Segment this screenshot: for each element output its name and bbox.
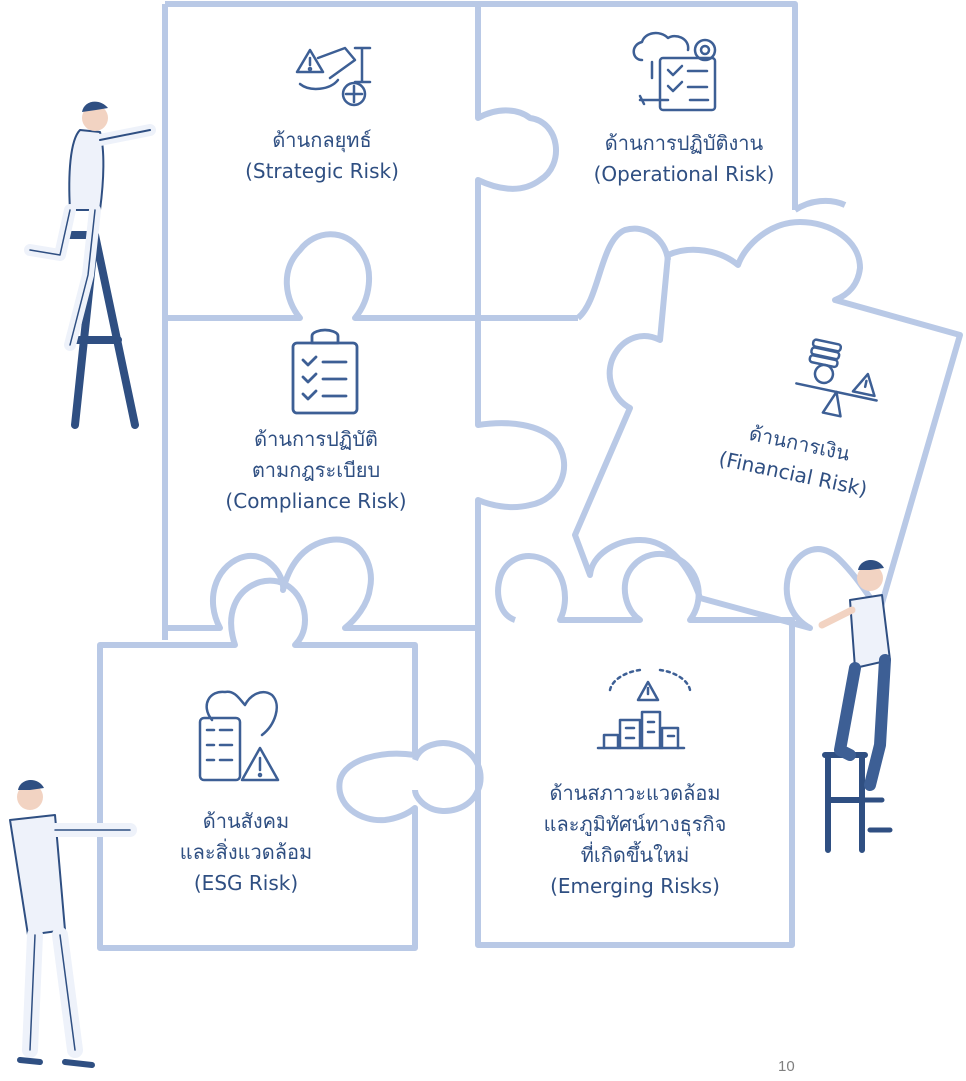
puzzle-piece-financial — [572, 219, 963, 631]
emerging-title-2: และภูมิทัศน์ทางธุรกิจ — [543, 812, 727, 836]
esg-subtitle: (ESG Risk) — [193, 871, 299, 895]
puzzle-frame-top — [165, 1, 798, 210]
esg-title: ด้านสังคม — [202, 809, 290, 833]
strategic-subtitle: (Strategic Risk) — [245, 159, 399, 183]
puzzle-knob-compliance-bottom — [165, 536, 478, 631]
emerging-title: ด้านสภาวะแวดล้อม — [549, 781, 721, 805]
heart-phone-warning-icon — [198, 690, 280, 782]
person-left-bottom — [9, 779, 137, 1068]
strategic-title: ด้านกลยุทธ์ — [272, 128, 372, 152]
clipboard-checklist-icon — [291, 328, 359, 415]
operational-title: ด้านการปฏิบัติงาน — [604, 131, 764, 155]
person-right-on-stool — [818, 559, 893, 853]
emerging-title-3: ที่เกิดขึ้นใหม่ — [580, 843, 690, 867]
page-number: 10 — [778, 1058, 795, 1075]
piece-label-strategic: ด้านกลยุทธ์ (Strategic Risk) — [222, 125, 422, 187]
compliance-subtitle: (Compliance Risk) — [225, 489, 407, 513]
piece-label-emerging: ด้านสภาวะแวดล้อม และภูมิทัศน์ทางธุรกิจ ท… — [520, 778, 750, 902]
piece-label-operational: ด้านการปฏิบัติงาน (Operational Risk) — [574, 128, 794, 190]
city-warning-icon — [596, 668, 692, 750]
piece-label-compliance: ด้านการปฏิบัติ ตามกฎระเบียบ (Compliance … — [206, 424, 426, 517]
puzzle-divider-horizontal-middle — [165, 231, 578, 321]
puzzle-arc-right — [793, 197, 847, 213]
compliance-title: ด้านการปฏิบัติ — [254, 427, 378, 451]
piece-label-esg: ด้านสังคม และสิ่งแวดล้อม (ESG Risk) — [146, 806, 346, 899]
puzzle-divider-vertical-top — [475, 4, 559, 318]
puzzle-divider-vertical-middle — [475, 318, 567, 628]
coins-balance-warning-icon — [795, 338, 878, 418]
emerging-subtitle: (Emerging Risks) — [550, 874, 720, 898]
compliance-title-2: ตามกฎระเบียบ — [251, 458, 381, 482]
puzzle-knob-operational-bottom — [575, 225, 671, 321]
puzzle-knob-esg-emerging — [412, 740, 484, 814]
esg-title-2: และสิ่งแวดล้อม — [179, 840, 313, 864]
cloud-gear-checklist-icon — [632, 31, 717, 112]
strategy-tools-icon — [295, 46, 372, 107]
operational-subtitle: (Operational Risk) — [593, 162, 775, 186]
person-left-top-on-ladder — [24, 101, 156, 429]
puzzle-piece-emerging — [475, 550, 795, 948]
